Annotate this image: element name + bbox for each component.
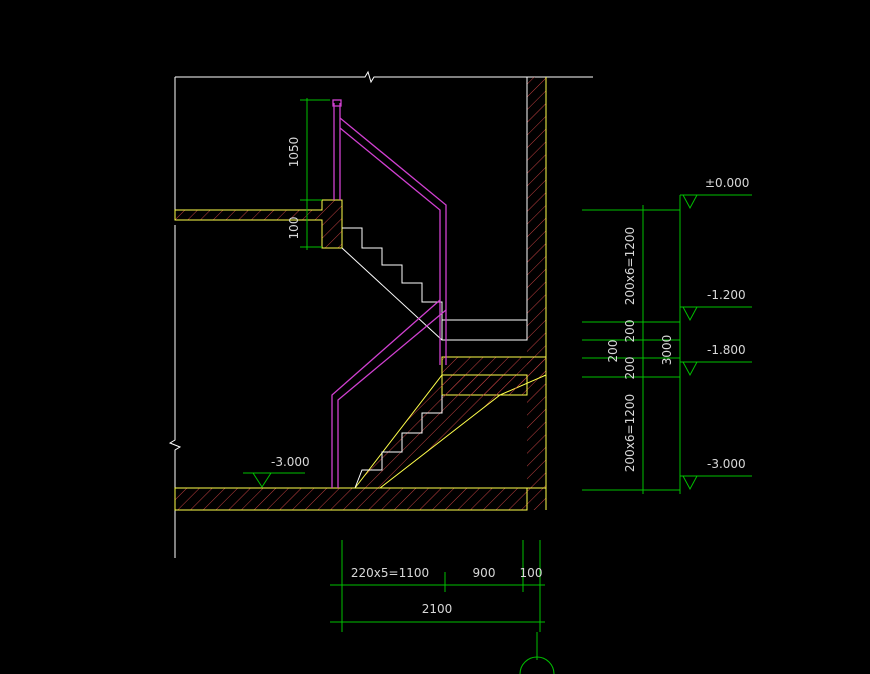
elevation-landing-upper: -1.200 <box>707 288 746 302</box>
floor-elevation-marker <box>243 472 305 488</box>
elevation-landing-lower: -1.800 <box>707 343 746 357</box>
elevation-bottom: -3.000 <box>707 457 746 471</box>
upper-floor-slab <box>174 199 343 249</box>
lower-flight-slab <box>353 374 528 489</box>
elevation-dimension <box>582 194 752 494</box>
landing-dim: 900 <box>473 566 496 580</box>
bottom-floor-slab <box>174 487 546 511</box>
total-height-dim: 3000 <box>660 335 674 366</box>
horizontal-dimensions <box>330 540 555 674</box>
flight-upper-dim: 200x6=1200 <box>623 227 637 305</box>
flight-lower-dim: 200x6=1200 <box>623 394 637 472</box>
right-wall <box>526 77 547 510</box>
left-break-line <box>168 225 182 558</box>
elevation-top: ±0.000 <box>705 176 749 190</box>
landing-gap-2: 200 <box>606 340 620 363</box>
top-break-line <box>174 70 593 210</box>
wall-dim: 100 <box>520 566 543 580</box>
upper-flight-steps <box>341 227 443 341</box>
handrails <box>331 99 447 488</box>
total-width-dim: 2100 <box>422 602 453 616</box>
curb-height-label: 100 <box>287 217 301 240</box>
landing-gap-3: 200 <box>623 357 637 380</box>
floor-elevation-left: -3.000 <box>271 455 310 469</box>
treads-dim: 220x5=1100 <box>351 566 429 580</box>
rail-height-label: 1050 <box>287 137 301 168</box>
rail-dimension <box>300 98 330 250</box>
landing-gap-1: 200 <box>623 320 637 343</box>
